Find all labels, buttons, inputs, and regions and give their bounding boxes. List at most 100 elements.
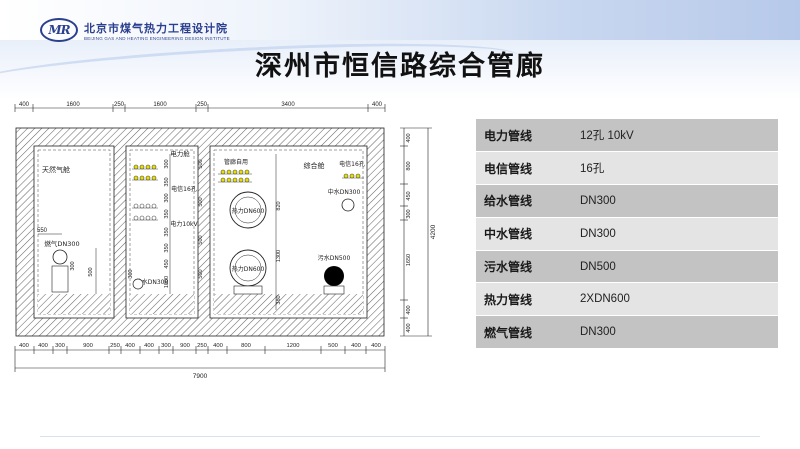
heat-pipe-upper [229, 191, 267, 229]
gas-pipe-circle [52, 249, 68, 265]
org-name-cn: 北京市煤气热力工程设计院 [84, 21, 228, 35]
bottom-dimension-line: 400 400 300 900 250 400 400 300 900 250 … [14, 343, 386, 380]
bottom-dim-1: 400 [19, 343, 29, 349]
gas-pipe-label: 燃气DN300 [44, 239, 79, 248]
top-dim-3: 250 [114, 102, 125, 108]
right-dim-1: 400 [406, 133, 412, 142]
cable-trays-yellow [132, 164, 158, 181]
top-dim-1: 400 [19, 102, 30, 108]
spec-name: 给水管线 [476, 184, 562, 218]
water-supply-pipe [132, 278, 144, 290]
telecom-right-trays [342, 173, 364, 179]
combo-cabin-label: 综合舱 [304, 161, 325, 170]
heat-lower-label: 热力DN600 [232, 265, 265, 273]
gas-cabin-label: 天然气舱 [42, 165, 70, 174]
bottom-dim-12: 800 [241, 343, 251, 349]
top-dim-6: 3400 [281, 102, 295, 108]
header-band [0, 0, 800, 100]
table-row: 中水管线 DN300 [476, 217, 778, 251]
top-dim-7: 400 [372, 102, 383, 108]
right-dim-4: 300 [406, 209, 412, 218]
table-row: 给水管线 DN300 [476, 184, 778, 218]
power-dim-7: 450 [164, 259, 170, 268]
pipeline-spec-table: 电力管线 12孔 10kV 电信管线 16孔 给水管线 DN300 中水管线 D… [476, 119, 778, 350]
power-right-dim-2: 500 [198, 197, 204, 206]
combo-dim-1300: 1300 [276, 250, 282, 262]
bottom-dim-5: 250 [110, 343, 120, 349]
bottom-dim-13: 1200 [287, 343, 300, 349]
spec-value: 12孔 10kV [562, 119, 778, 153]
power-dim-4: 350 [164, 209, 170, 218]
bottom-dim-14: 500 [328, 343, 338, 349]
utility-tunnel-cross-section: 400 1600 250 1600 250 3400 400 天然气舱 [14, 102, 437, 380]
tunnel-walls [15, 127, 385, 337]
bottom-dim-4: 900 [83, 343, 93, 349]
gas-cabin: 天然气舱 550 燃气DN300 300 500 [37, 165, 97, 294]
right-dim-7: 400 [406, 323, 412, 332]
power-right-dim-1: 500 [198, 159, 204, 168]
gas-dim-500: 500 [88, 267, 94, 276]
right-dim-6: 400 [406, 305, 412, 314]
org-name-en: BEIJING GAS AND HEATING ENGINEERING DESI… [84, 35, 230, 41]
spec-value: DN500 [562, 250, 778, 284]
gas-dim-550: 550 [37, 228, 48, 234]
power-10kv-label: 电力10kV [170, 220, 198, 228]
table-row: 电信管线 16孔 [476, 151, 778, 186]
right-dim-3: 450 [406, 191, 412, 200]
right-dim-5: 1650 [406, 254, 412, 266]
spec-name: 热力管线 [476, 282, 562, 317]
bottom-dim-16: 400 [371, 343, 381, 349]
top-dimension-line: 400 1600 250 1600 250 3400 400 [14, 102, 386, 112]
power-cabin: 电力舱 电信16孔 电力10kV 给水DN300 300 [128, 149, 204, 294]
institute-logo: MR 北京市煤气热力工程设计院 BEIJING GAS AND HEATING … [40, 18, 230, 42]
power-telecom-label: 电信16孔 [171, 185, 197, 193]
top-dim-4: 1600 [153, 102, 167, 108]
bottom-dim-3: 300 [55, 343, 65, 349]
spec-value: DN300 [562, 217, 778, 251]
logo-text: 北京市煤气热力工程设计院 BEIJING GAS AND HEATING ENG… [84, 20, 230, 41]
power-right-dim-4: 500 [198, 269, 204, 278]
spec-name: 污水管线 [476, 250, 562, 284]
power-dim-2: 350 [164, 177, 170, 186]
spec-value: 2XDN600 [562, 282, 778, 317]
heat-upper-label: 热力DN600 [232, 207, 265, 215]
spec-value: DN300 [562, 315, 778, 350]
sewage-label: 污水DN500 [318, 254, 351, 262]
right-dim-2: 800 [406, 161, 412, 170]
bottom-dim-9: 900 [180, 343, 190, 349]
combo-dim-820: 820 [276, 201, 282, 210]
bottom-dim-8: 300 [161, 343, 171, 349]
bottom-dim-7: 400 [144, 343, 154, 349]
total-height: 4200 [430, 224, 437, 239]
gas-dim-300: 300 [70, 261, 76, 270]
telecom-right-label: 电信16孔 [339, 160, 365, 168]
top-dim-5: 250 [197, 102, 208, 108]
top-dim-2: 1600 [66, 102, 80, 108]
table-row: 热力管线 2XDN600 [476, 282, 778, 317]
power-right-dim-3: 500 [198, 235, 204, 244]
power-cabin-label: 电力舱 [170, 149, 190, 158]
power-dim-6: 350 [164, 243, 170, 252]
combo-cabin: 管廊自用 热力DN600 热力DN600 820 1300 380 综合舱 电信… [218, 154, 365, 310]
footer-divider [40, 436, 760, 437]
table-row: 电力管线 12孔 10kV [476, 119, 778, 153]
self-use-label: 管廊自用 [224, 158, 248, 166]
spec-name: 中水管线 [476, 217, 562, 251]
spec-name: 燃气管线 [476, 315, 562, 350]
bottom-dim-2: 400 [38, 343, 48, 349]
reclaimed-water-pipe [341, 198, 355, 212]
power-dim-5: 350 [164, 227, 170, 236]
logo-mark: MR [40, 18, 78, 42]
water-supply-label: 给水DN300 [136, 278, 169, 286]
cable-trays-white [132, 203, 158, 221]
bottom-dim-11: 400 [213, 343, 223, 349]
power-dim-1: 300 [164, 159, 170, 168]
self-use-trays [218, 169, 252, 183]
bottom-dim-6: 400 [125, 343, 135, 349]
table-row: 污水管线 DN500 [476, 250, 778, 284]
spec-value: 16孔 [562, 151, 778, 186]
power-dim-8: 1000 [164, 276, 170, 288]
spec-name: 电力管线 [476, 119, 562, 153]
spec-name: 电信管线 [476, 151, 562, 186]
table-row: 燃气管线 DN300 [476, 315, 778, 350]
